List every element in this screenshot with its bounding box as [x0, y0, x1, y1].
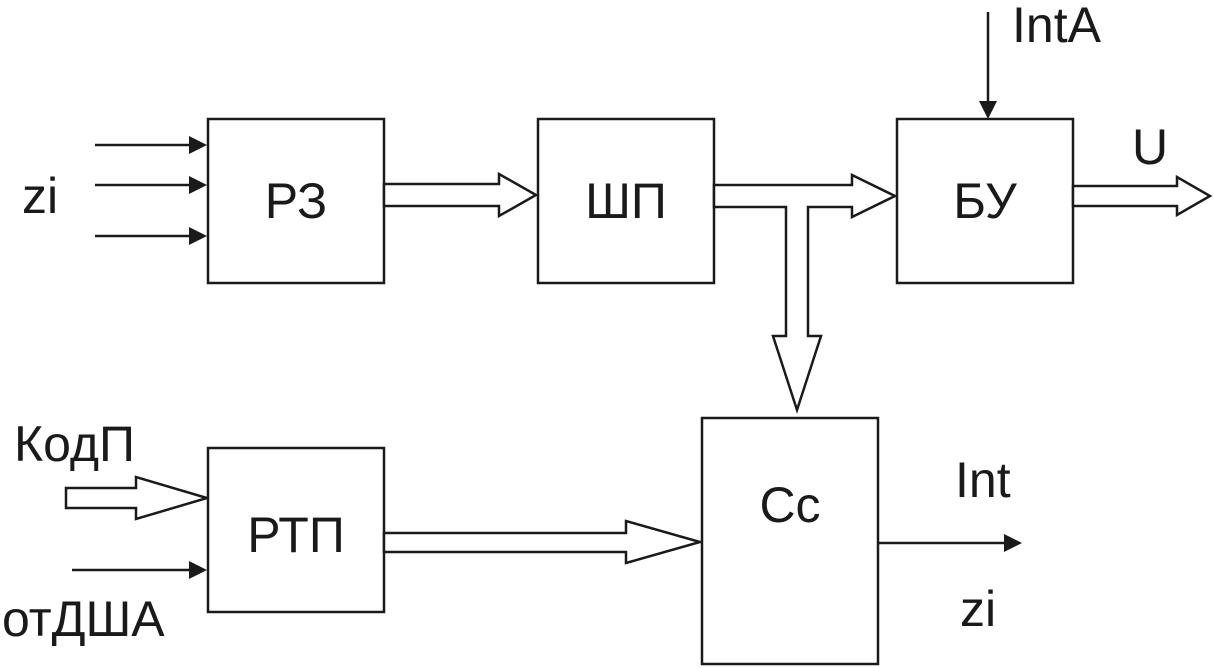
cc-block: [700, 416, 880, 666]
otdsha-arrow-head: [189, 561, 207, 579]
rtp-block: [206, 446, 386, 614]
rtp-block-label: РТП: [247, 507, 345, 563]
bus-rz-to-shp: [382, 171, 539, 219]
cc-block-label: Сс: [759, 477, 820, 533]
otdsha-label: отДША: [2, 591, 165, 647]
bu-block-label: БУ: [953, 173, 1017, 229]
int-label: Int: [955, 452, 1011, 508]
u-label: U: [1132, 119, 1168, 175]
rz-block: [206, 117, 386, 285]
bus-shp-to-bu-and-cc: [712, 172, 898, 415]
bus-u-output: [1071, 174, 1213, 218]
int-zi-arrow-head: [1004, 534, 1022, 552]
inta-label: IntA: [1012, 0, 1102, 53]
kodp-label: КодП: [14, 416, 135, 472]
bu-block: [895, 117, 1075, 285]
zi-input-arrows: [95, 136, 207, 245]
bus-rtp-to-cc: [382, 519, 705, 565]
shp-block-label: ШП: [585, 173, 667, 229]
shp-block: [536, 117, 716, 285]
bus-kodp-to-rtp: [64, 475, 212, 521]
rz-block-label: РЗ: [265, 173, 327, 229]
zi-input-label: zi: [22, 168, 58, 224]
zi-output-label: zi: [960, 581, 996, 637]
inta-arrow-head: [979, 101, 997, 119]
